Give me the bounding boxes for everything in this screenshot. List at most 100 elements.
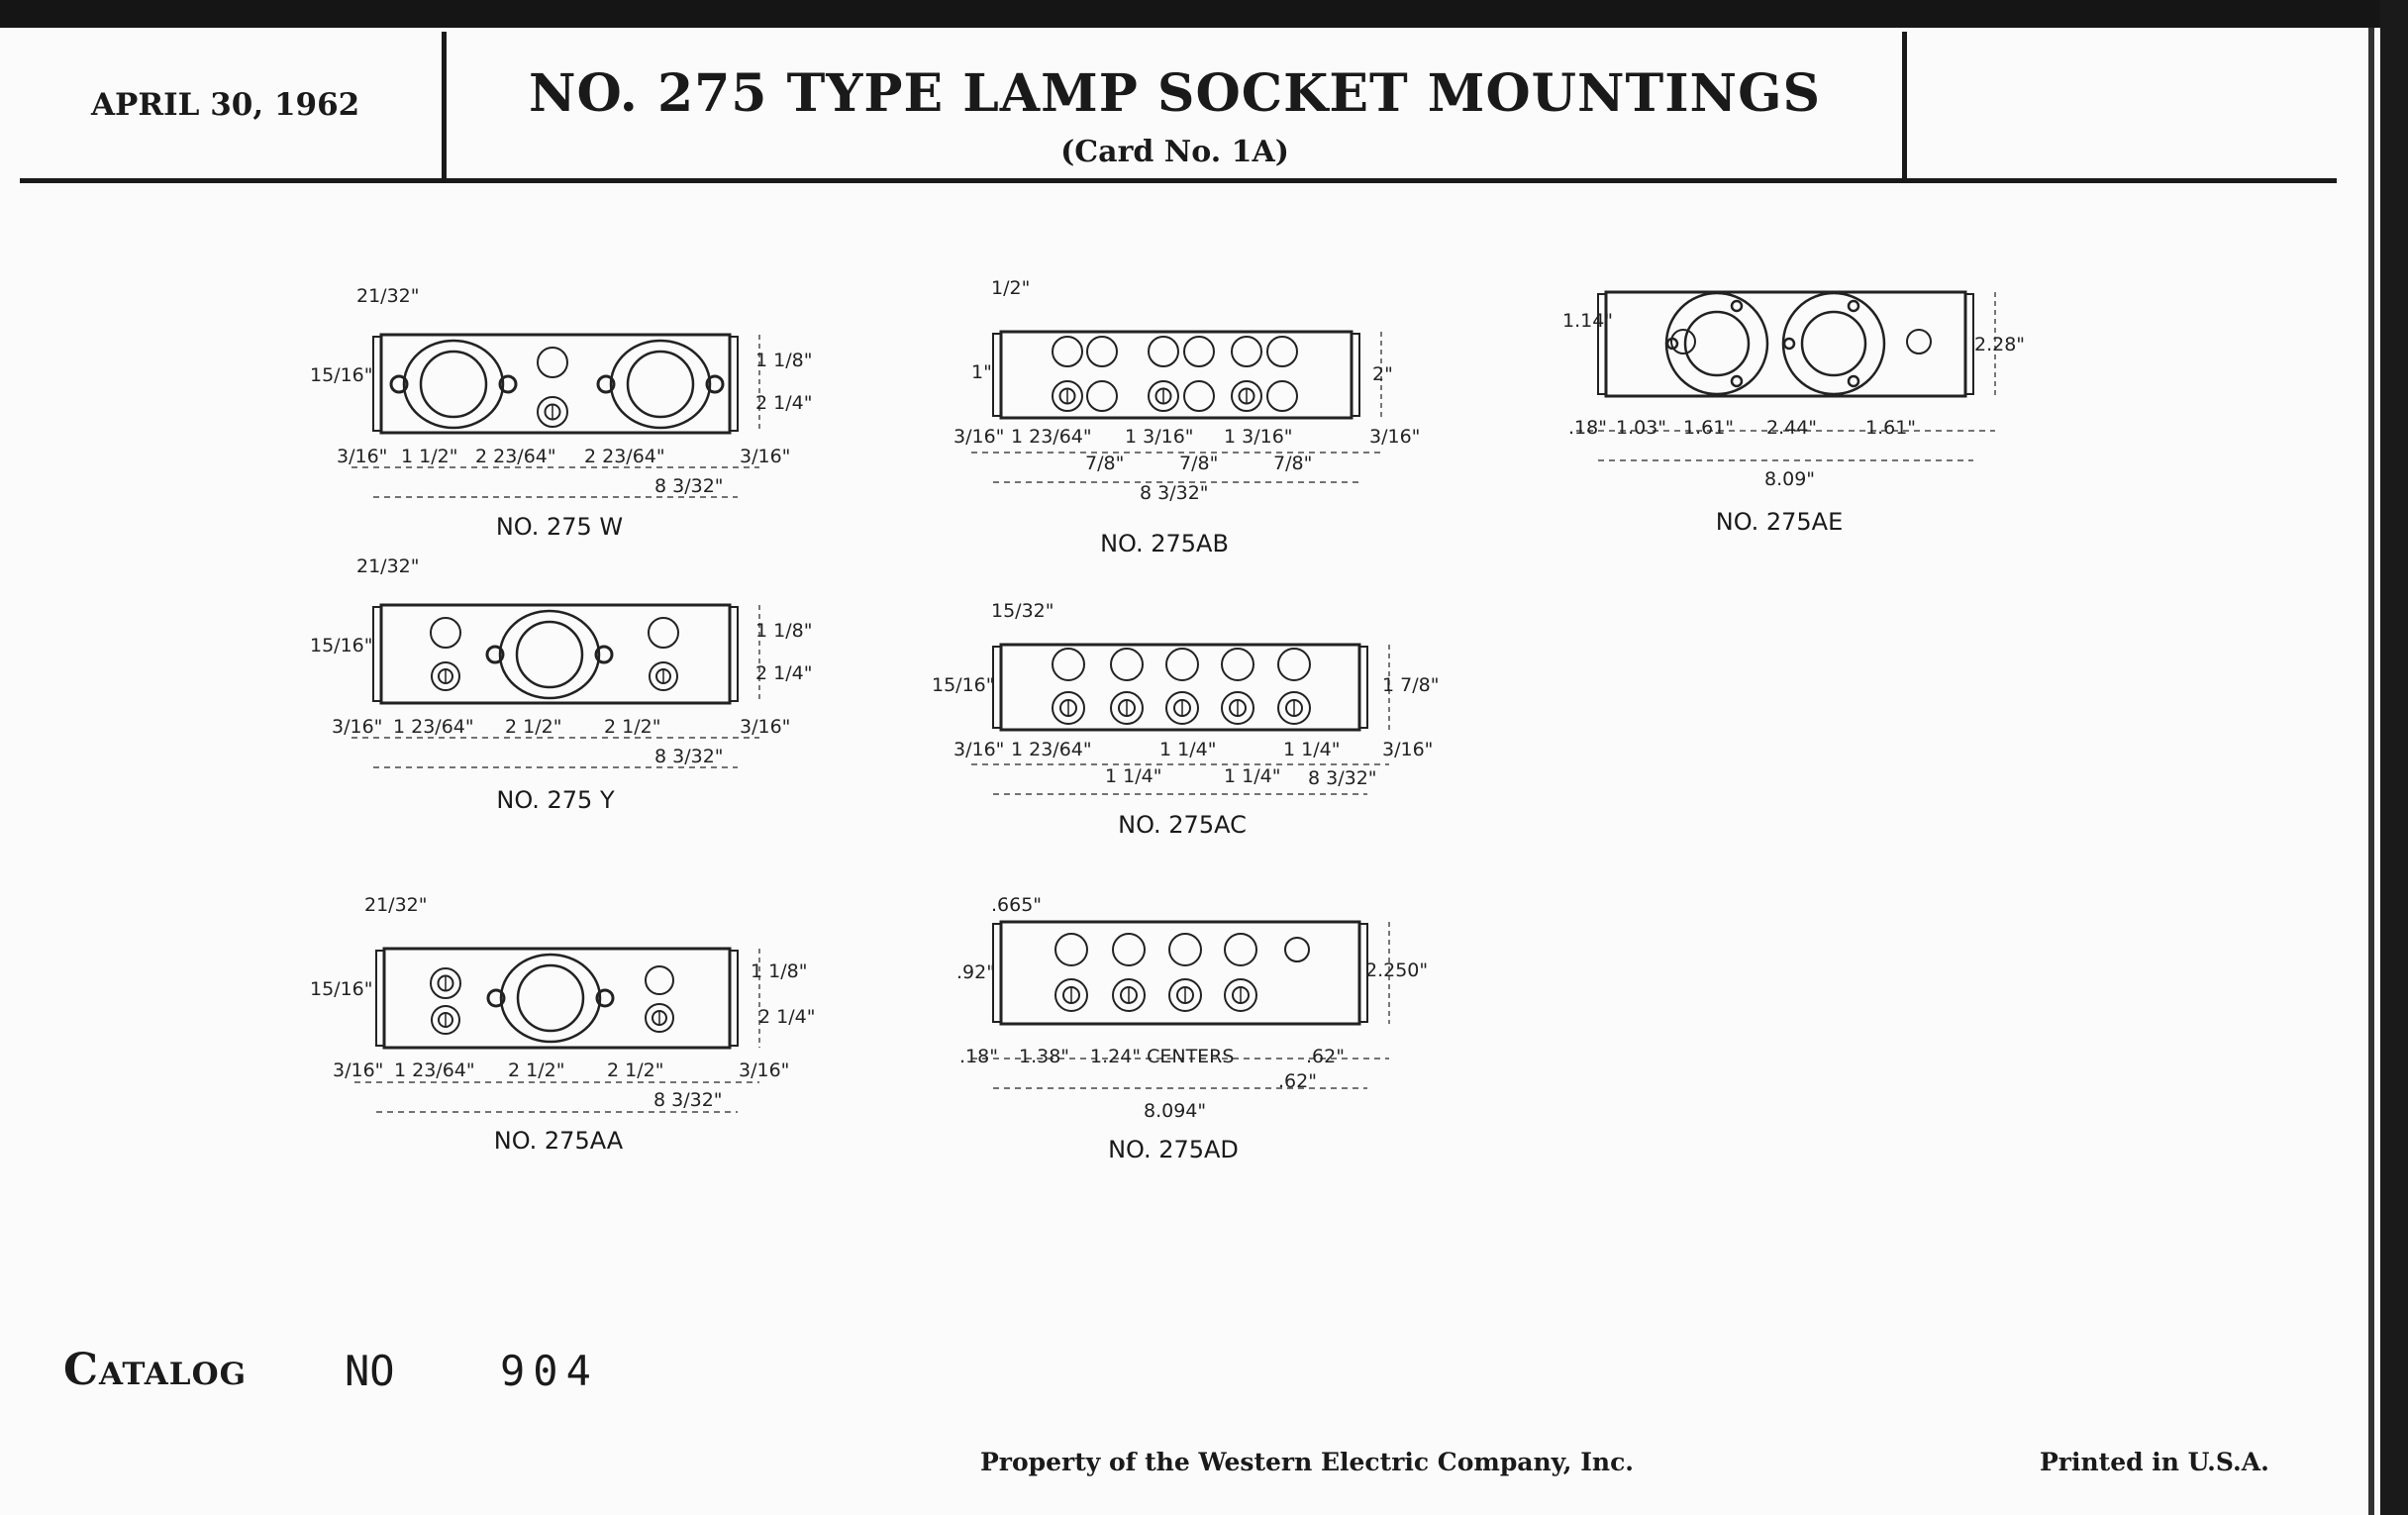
card-date: APRIL 30, 1962 xyxy=(91,87,360,123)
dimension: 2" xyxy=(1372,363,1393,385)
mounting-hole xyxy=(1086,380,1118,412)
catalog-number: 904 xyxy=(500,1347,599,1395)
dimension: 8 3/32" xyxy=(1140,482,1209,504)
dimension: 1.38" xyxy=(1019,1046,1070,1067)
dimension: 8 3/32" xyxy=(654,746,724,767)
dimension: 2 1/4" xyxy=(755,662,813,684)
mounting-plate-drawing xyxy=(1576,290,1996,461)
dimension: 2 1/4" xyxy=(755,392,813,414)
mounting-hole xyxy=(537,396,568,428)
mounting-hole xyxy=(1165,648,1199,681)
mounting-plate-drawing xyxy=(971,920,1390,1089)
dimension: 3/16" xyxy=(1382,739,1434,760)
screw-icon xyxy=(1847,374,1860,388)
mounting-hole xyxy=(1284,937,1310,962)
mounting-plate-drawing xyxy=(971,643,1390,795)
mounting-hole xyxy=(1231,380,1262,412)
plate-flange xyxy=(372,336,382,432)
mounting-hole xyxy=(1052,336,1083,367)
mounting-plate-drawing xyxy=(351,603,760,768)
dimension: 15/16" xyxy=(310,978,373,1000)
dimension: 15/16" xyxy=(310,364,373,386)
mounting-hole xyxy=(1086,336,1118,367)
dimension: 2 1/2" xyxy=(505,716,562,738)
mounting-hole xyxy=(649,661,678,691)
mounting-hole xyxy=(1224,978,1257,1012)
mounting-hole xyxy=(1277,691,1311,725)
dimension: 3/16" xyxy=(332,716,383,738)
plate-flange xyxy=(729,336,739,432)
dimension: 1.61" xyxy=(1683,417,1735,439)
dimension: 1 3/16" xyxy=(1125,426,1194,448)
header-divider xyxy=(1902,32,1907,178)
header-divider xyxy=(442,32,447,178)
mounting-hole xyxy=(1670,329,1696,354)
plate-flange xyxy=(729,606,739,702)
lamp-socket-flange xyxy=(609,339,712,430)
lamp-socket-flange xyxy=(499,953,602,1044)
plate-flange xyxy=(992,923,1002,1023)
dimension: 2 23/64" xyxy=(475,446,556,467)
dimension: 1.14" xyxy=(1562,310,1614,332)
mounting-hole xyxy=(1054,933,1088,966)
header-rule xyxy=(20,178,2337,183)
dimension: 3/16" xyxy=(953,426,1005,448)
mounting-hole xyxy=(1224,933,1257,966)
dimension: 15/16" xyxy=(310,635,373,656)
dimension: 1 7/8" xyxy=(1382,674,1440,696)
mounting-hole xyxy=(1148,336,1179,367)
mounting-hole xyxy=(1168,933,1202,966)
mounting-hole xyxy=(645,1003,674,1033)
mounting-hole xyxy=(1221,648,1254,681)
dimension: 1 1/4" xyxy=(1159,739,1217,760)
screw-icon xyxy=(485,645,505,664)
dimension: 21/32" xyxy=(356,556,420,577)
plate-flange xyxy=(1358,923,1368,1023)
mounting-hole xyxy=(1112,933,1146,966)
lamp-socket-flange xyxy=(1781,291,1886,396)
lamp-socket-flange xyxy=(402,339,505,430)
mounting-hole xyxy=(1165,691,1199,725)
mounting-hole xyxy=(648,617,679,649)
dimension: 8 3/32" xyxy=(654,475,724,497)
mounting-hole xyxy=(430,967,461,999)
screw-icon xyxy=(1847,299,1860,313)
screw-icon xyxy=(595,988,615,1008)
dimension: 7/8" xyxy=(1085,453,1125,474)
dimension: 8 3/32" xyxy=(1308,767,1377,789)
mounting-hole xyxy=(1266,380,1298,412)
mounting-hole xyxy=(1112,978,1146,1012)
footer-printed: Printed in U.S.A. xyxy=(2040,1448,2269,1476)
dimension: 15/16" xyxy=(932,674,995,696)
lamp-socket-opening xyxy=(419,350,488,419)
dimension: 1.03" xyxy=(1616,417,1667,439)
mounting-hole xyxy=(1183,380,1215,412)
mounting-plate xyxy=(999,920,1361,1026)
drawing-label: NO. 275 Y xyxy=(496,786,615,814)
mounting-hole xyxy=(1231,336,1262,367)
mounting-hole xyxy=(1277,648,1311,681)
dimension: 2.28" xyxy=(1974,334,2026,355)
card-number: (Card No. 1A) xyxy=(1060,135,1289,169)
mounting-hole xyxy=(1168,978,1202,1012)
dimension: 3/16" xyxy=(333,1060,384,1081)
plate-flange xyxy=(992,646,1002,729)
dimension: 1 1/4" xyxy=(1224,765,1281,787)
dimension: 2.250" xyxy=(1365,960,1429,981)
mounting-hole xyxy=(1110,691,1144,725)
dimension: 8.094" xyxy=(1144,1100,1207,1122)
dimension: 1 1/8" xyxy=(755,350,813,371)
mounting-hole xyxy=(1110,648,1144,681)
dimension: 3/16" xyxy=(337,446,388,467)
mounting-hole xyxy=(1148,380,1179,412)
lamp-socket-opening xyxy=(516,963,585,1033)
dimension: 2 1/2" xyxy=(604,716,661,738)
mounting-hole xyxy=(1052,648,1085,681)
dimension: 1 23/64" xyxy=(393,716,474,738)
scan-border-top xyxy=(0,0,2408,28)
catalog-label: Catalog xyxy=(63,1345,248,1395)
plate-flange xyxy=(1964,293,1974,395)
plate-flange xyxy=(1597,293,1607,395)
plate-flange xyxy=(992,333,1002,417)
dimension: 1 23/64" xyxy=(1011,426,1092,448)
